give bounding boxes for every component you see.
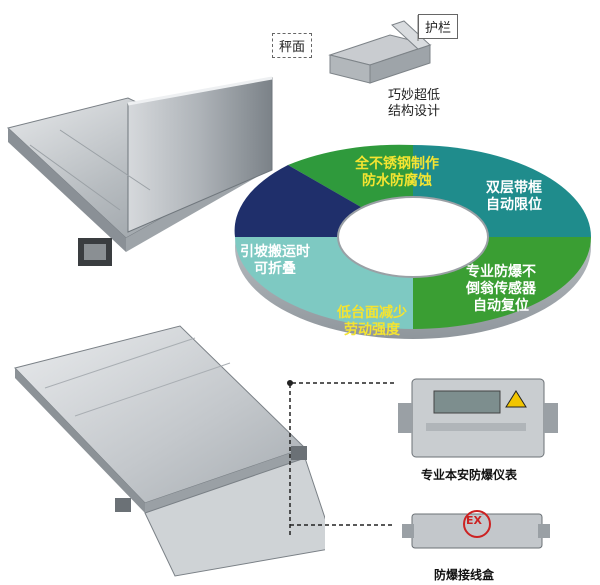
feature-stainless-line1: 全不锈钢制作 <box>355 156 439 172</box>
ex-mark: EX <box>466 514 482 527</box>
feature-low-platform: 低台面减少 劳动强度 <box>337 305 407 339</box>
explosion-proof-junction-box <box>402 510 550 549</box>
feature-stainless-line2: 防水防腐蚀 <box>362 173 432 189</box>
feature-low-platform-line2: 劳动强度 <box>344 322 400 338</box>
junction-box-caption: 防爆接线盒 <box>434 568 495 582</box>
feature-double-frame-line2: 自动限位 <box>486 197 542 213</box>
platform-with-guardrail-photo <box>6 76 273 266</box>
feature-double-frame: 双层带框 自动限位 <box>486 180 542 214</box>
feature-sensor-line3: 自动复位 <box>473 298 529 314</box>
feature-low-platform-line1: 低台面减少 <box>337 305 407 321</box>
feature-sensor-line2: 倒翁传感器 <box>466 281 536 297</box>
feature-stainless: 全不锈钢制作 防水防腐蚀 <box>355 156 439 190</box>
feature-explosion-proof-sensor: 专业防爆不 倒翁传感器 自动复位 <box>466 264 536 315</box>
scale-surface-label: 秤面 <box>279 40 306 55</box>
feature-ramp-line2: 可折叠 <box>254 261 296 277</box>
design-caption-line2: 结构设计 <box>388 104 441 119</box>
guardrail-callout: 护栏 <box>418 14 459 39</box>
scale-surface-callout: 秤面 <box>272 33 313 58</box>
feature-double-frame-line1: 双层带框 <box>486 180 542 196</box>
connector-lines <box>287 380 395 535</box>
indicator-caption: 专业本安防爆仪表 <box>421 468 518 482</box>
feature-ring-diagram <box>234 144 591 339</box>
platform-with-ramp-photo <box>14 325 325 577</box>
feature-ramp-line1: 引坡搬运时 <box>240 244 310 260</box>
guardrail-label: 护栏 <box>425 21 452 36</box>
design-caption: 巧妙超低 结构设计 <box>388 88 440 120</box>
design-caption-line1: 巧妙超低 <box>388 88 441 103</box>
feature-sensor-line1: 专业防爆不 <box>466 264 536 280</box>
explosion-proof-indicator-device <box>398 378 558 458</box>
feature-foldable-ramp: 引坡搬运时 可折叠 <box>240 244 310 278</box>
